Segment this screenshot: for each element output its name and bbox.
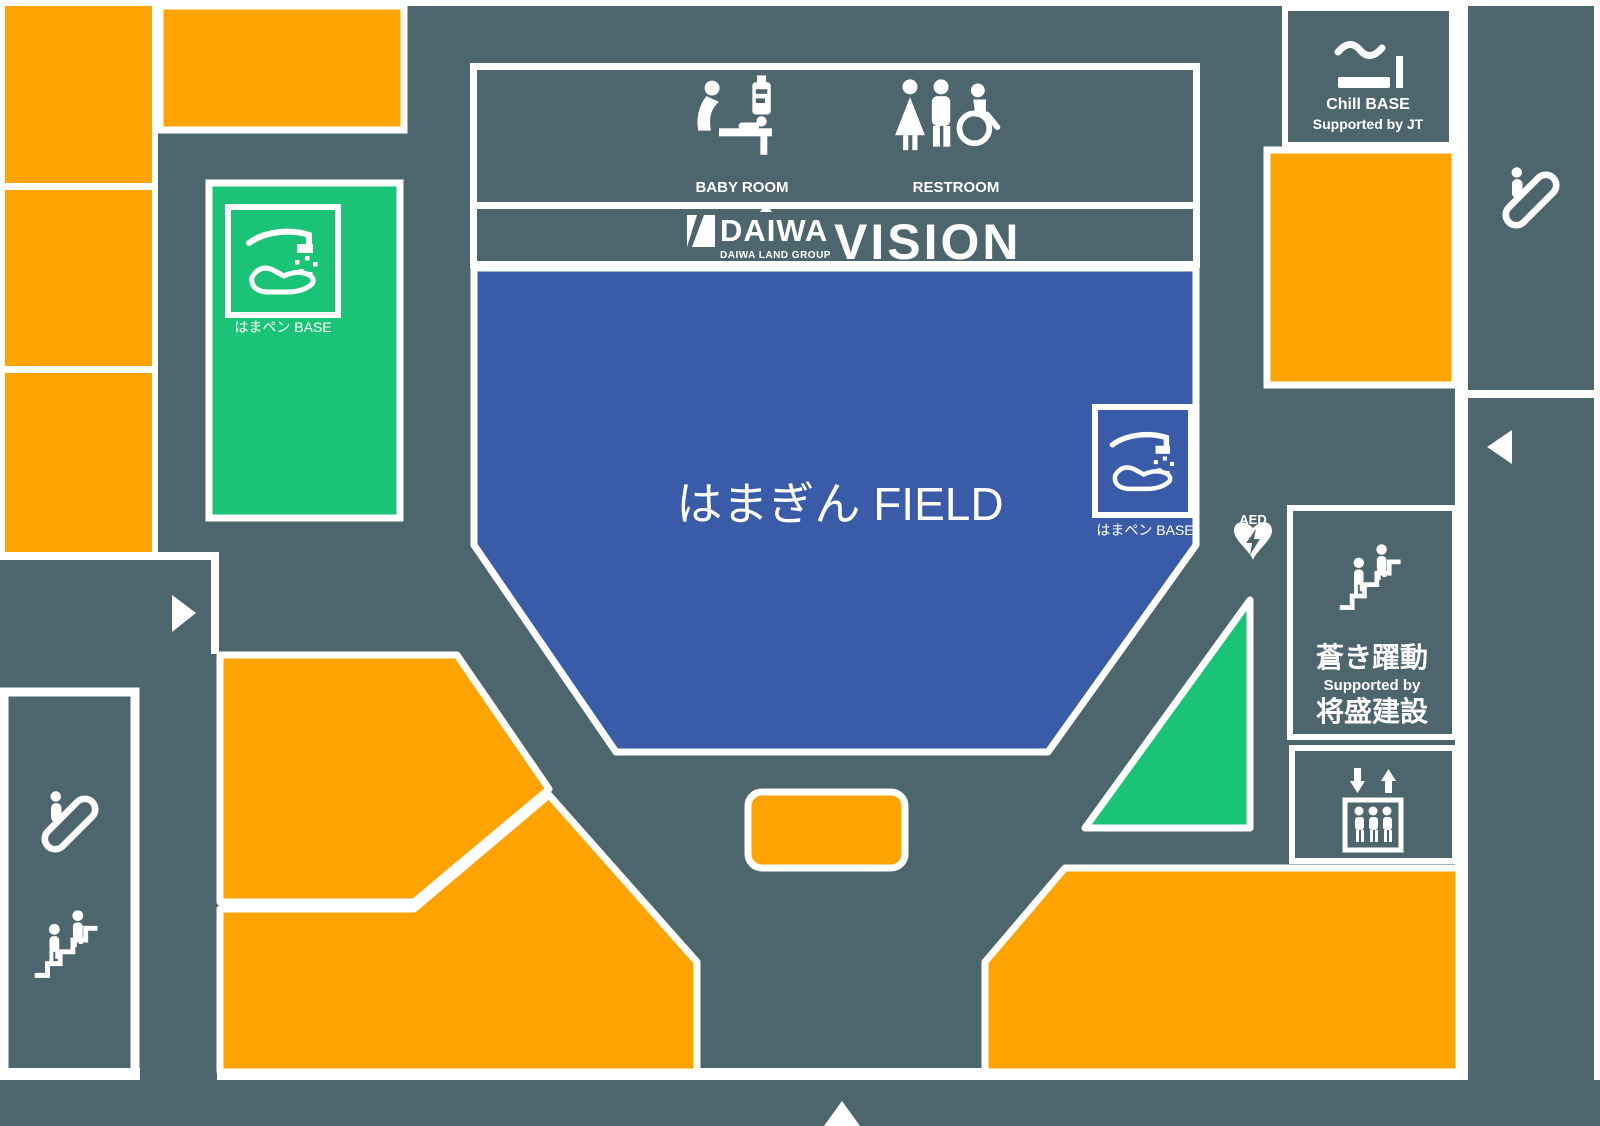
entrance-arrow-up-icon xyxy=(824,1101,860,1126)
chill-base-label-1: Chill BASE xyxy=(1326,96,1410,113)
vision-board-strip xyxy=(477,209,1193,261)
divider-line xyxy=(0,552,218,560)
aed-bolt-icon xyxy=(1246,529,1260,555)
stand-label-1: 蒼き躍動 xyxy=(1316,642,1428,673)
daiwa-vision-board: DAIWA DAIWA LAND GROUP VISION xyxy=(687,204,1021,270)
daiwa-logo-mark-slash xyxy=(687,215,704,247)
zone-orange-left-1 xyxy=(5,6,152,183)
field-zone: はまぎん FIELD xyxy=(470,264,1200,756)
daiwa-caret-icon xyxy=(760,204,772,212)
bottom-promenade xyxy=(0,1080,1600,1126)
zone-orange-left-2 xyxy=(5,190,152,366)
zone-green-triangle xyxy=(1081,596,1254,832)
divider-line xyxy=(211,552,219,654)
elevator-icon xyxy=(1342,768,1404,853)
zone-orange-bottom-left-upper xyxy=(216,651,553,906)
orange-zones xyxy=(5,2,1463,1076)
hamapen-base-right-label: はまペン BASE xyxy=(1096,522,1193,538)
aed-station: AED xyxy=(1234,512,1272,560)
hamapen-base-left-label: はまペン BASE xyxy=(234,319,331,335)
facilities-panel: BABY ROOM RESTROOM DAIWA DAIWA LAND GROU… xyxy=(470,63,1200,270)
right-gallery-bottom xyxy=(1468,398,1594,1126)
right-gallery-top xyxy=(1468,6,1594,390)
entrance-arrow-left-icon xyxy=(1487,430,1512,464)
stand-stairs-box xyxy=(1287,505,1458,740)
elevator-box xyxy=(1289,745,1458,864)
smoking-icon xyxy=(1334,41,1403,88)
stand-label-3: 将盛建設 xyxy=(1316,695,1429,727)
hamapen-base-right-box xyxy=(1092,404,1194,518)
chill-base-label-2: Supported by JT xyxy=(1313,116,1424,132)
daiwa-group-label: DAIWA LAND GROUP xyxy=(720,250,831,261)
restroom-label: RESTROOM xyxy=(913,179,1000,196)
zone-orange-left-3 xyxy=(5,373,152,552)
daiwa-wordmark: DAIWA xyxy=(720,213,828,248)
facilities-panel-icons-area xyxy=(477,70,1193,202)
field-name-label: はまぎん FIELD xyxy=(676,478,1003,530)
hamapen-base-left-box xyxy=(225,204,341,318)
left-stairwell-box xyxy=(0,687,140,1078)
zone-green-left xyxy=(205,179,404,522)
green-zones xyxy=(205,179,1254,832)
zone-orange-bottom-center xyxy=(744,788,909,872)
zone-orange-top xyxy=(156,2,408,134)
field-blue xyxy=(470,264,1200,756)
left-stairwell xyxy=(0,687,140,1078)
hamapen-base-left: はまペン BASE xyxy=(225,204,341,335)
concourse-lower-left xyxy=(0,560,217,1068)
zone-orange-right-top xyxy=(1263,146,1459,389)
zone-orange-bottom-left-lower xyxy=(216,791,701,1076)
vision-wordmark: VISION xyxy=(834,214,1021,270)
chill-base-box xyxy=(1282,5,1455,148)
zone-orange-bottom-right xyxy=(981,864,1463,1076)
baby-room-label: BABY ROOM xyxy=(695,179,788,196)
stand-stairs-area: 蒼き躍動 Supported by 将盛建設 xyxy=(1287,505,1458,740)
concourse-left-connector xyxy=(140,1062,217,1084)
baby-room-icon xyxy=(697,75,772,155)
restroom-icon xyxy=(895,79,1001,151)
chill-base: Chill BASE Supported by JT xyxy=(1282,5,1455,148)
entrance-arrow-right-icon xyxy=(172,595,196,632)
stand-label-2: Supported by xyxy=(1324,677,1421,694)
elevator-area xyxy=(1289,745,1458,864)
hamapen-base-right: はまペン BASE xyxy=(1092,404,1194,538)
